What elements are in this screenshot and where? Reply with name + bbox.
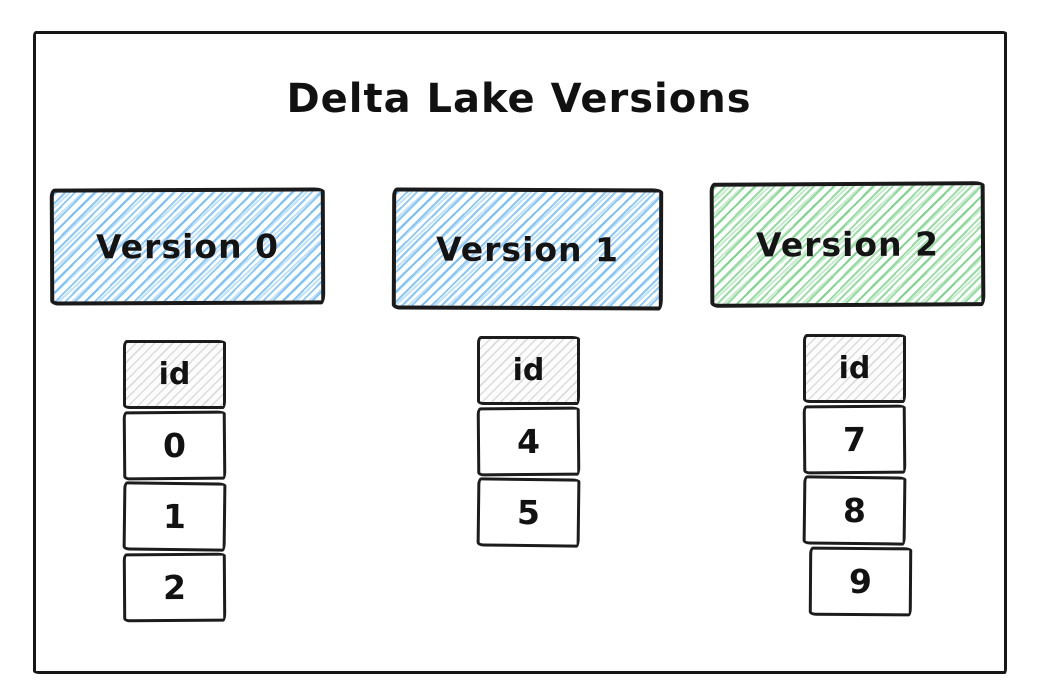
version-1-box: Version 1 [391,187,664,311]
id-value-cell: 0 [122,410,227,481]
id-header-cell: id [123,340,226,409]
id-header-cell: id [803,334,906,403]
id-value-cell: 8 [802,475,907,546]
id-header-cell: id [477,336,580,405]
version-0-box: Version 0 [49,187,326,306]
id-value-cell: 4 [476,406,581,477]
id-value-cell: 2 [122,552,227,623]
version-2-label: Version 2 [755,224,940,265]
id-value-cell: 5 [476,477,581,548]
version-2-box: Version 2 [709,181,986,308]
id-value-cell: 9 [808,546,913,617]
id-value-cell: 7 [802,404,907,475]
id-value-cell: 1 [122,481,227,552]
version-0-label: Version 0 [95,226,280,267]
version-1-label: Version 1 [435,229,620,269]
diagram-title: Delta Lake Versions [286,76,752,122]
